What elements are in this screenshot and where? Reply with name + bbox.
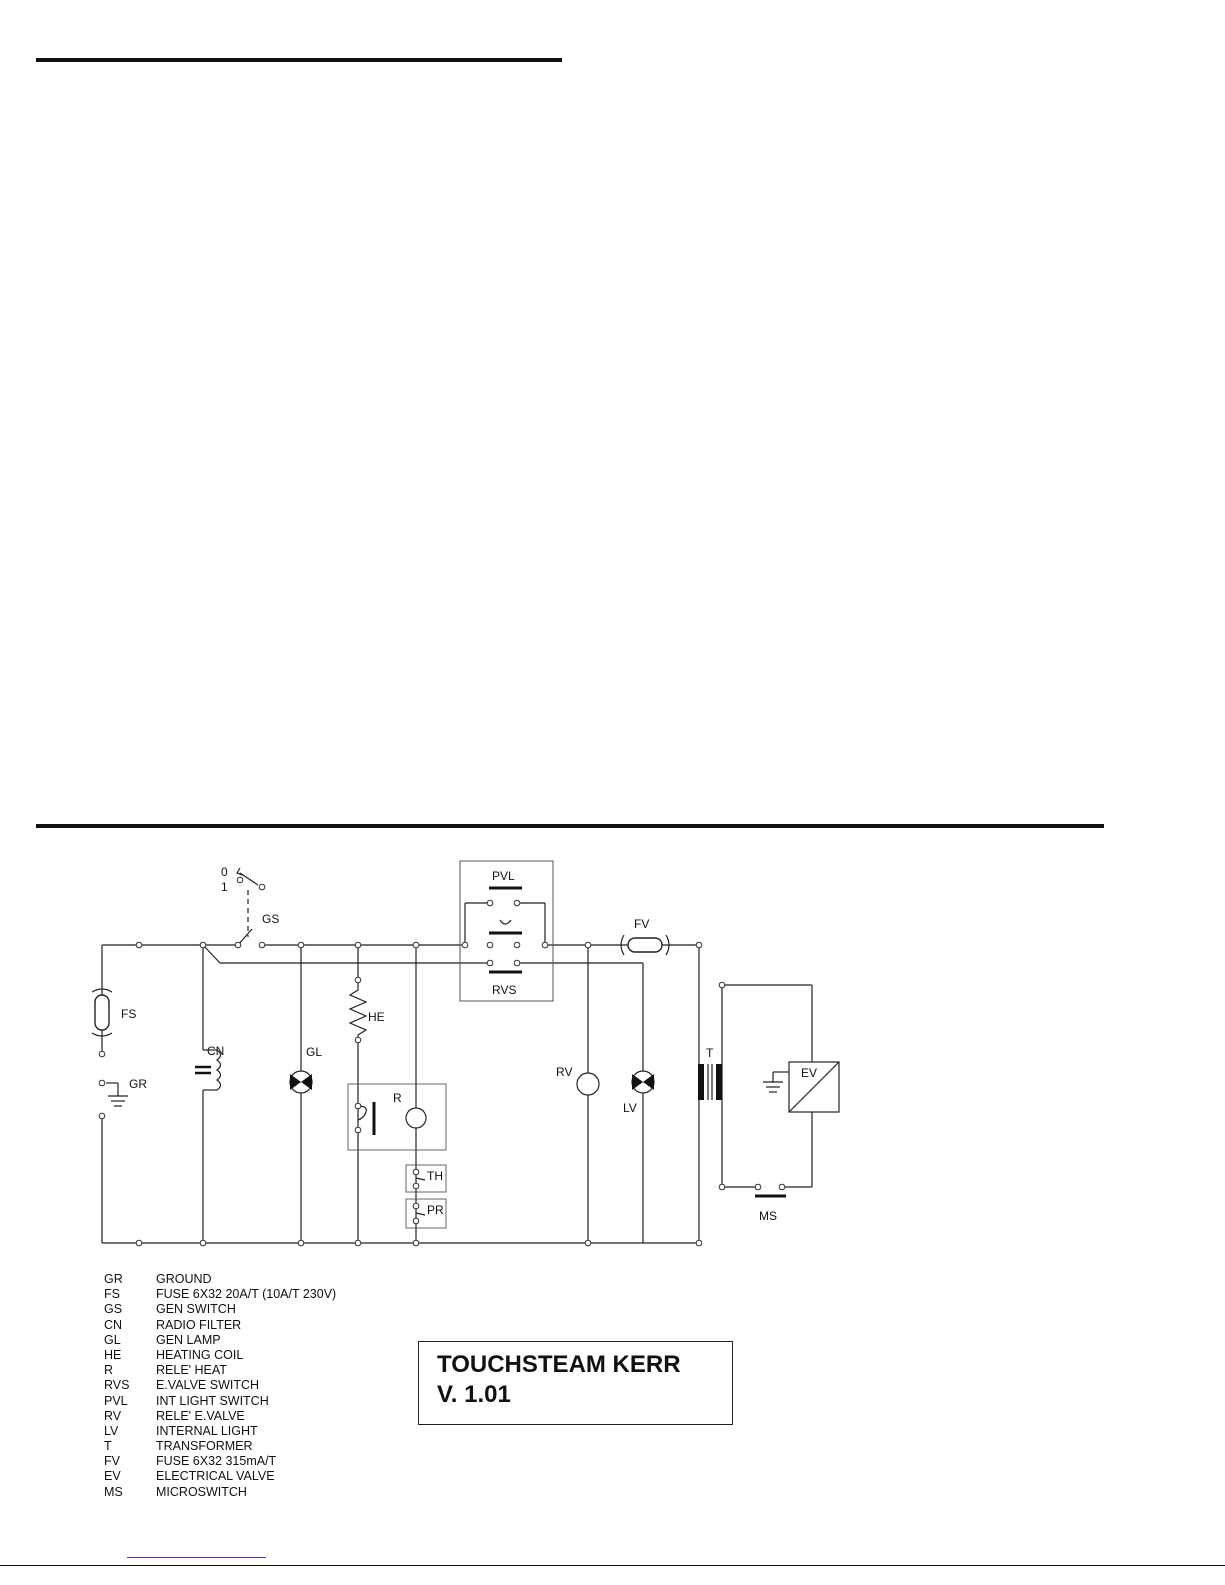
legend-row: R RELE' HEAT: [104, 1363, 336, 1378]
legend-description: GROUND: [156, 1272, 212, 1286]
label-cn: CN: [207, 1044, 224, 1058]
wiring-diagram: 0 1 GS PVL RVS FV FS GR: [91, 860, 840, 1247]
legend-description: HEATING COIL: [156, 1347, 244, 1362]
legend-code: FS: [104, 1287, 120, 1302]
legend-code: HE: [104, 1347, 122, 1362]
label-r: R: [393, 1091, 402, 1105]
legend-description: E.VALVE SWITCH: [156, 1378, 260, 1393]
label-fs: FS: [121, 1007, 136, 1021]
legend-row: HE HEATING COIL: [104, 1348, 336, 1363]
label-fv: FV: [634, 917, 649, 931]
legend-description: MICROSWITCH: [156, 1484, 247, 1499]
label-lv: LV: [623, 1101, 637, 1115]
legend-code: RV: [104, 1408, 122, 1423]
legend-description: RADIO FILTER: [156, 1317, 242, 1332]
legend-description: RELE' HEAT: [156, 1363, 227, 1378]
switch-pos-1: 1: [221, 880, 228, 894]
label-gl: GL: [306, 1045, 322, 1059]
legend-description: FUSE 6X32 20A/T (10A/T 230V): [156, 1287, 337, 1302]
legend-row: EV ELECTRICAL VALVE: [104, 1469, 336, 1484]
legend-code: PVL: [104, 1393, 128, 1408]
label-ms: MS: [759, 1209, 777, 1223]
label-pr: PR: [427, 1203, 444, 1217]
legend-code: LV: [104, 1423, 119, 1438]
legend-code: T: [104, 1439, 112, 1454]
legend-row: CN RADIO FILTER: [104, 1318, 336, 1333]
legend-description: INT LIGHT SWITCH: [156, 1393, 269, 1408]
label-rv: RV: [556, 1065, 572, 1079]
legend-description: FUSE 6X32 315mA/T: [156, 1454, 277, 1469]
title-line-1: TOUCHSTEAM KERR: [437, 1351, 681, 1378]
legend-code: FV: [104, 1454, 120, 1469]
footer-rule: [0, 1565, 1225, 1566]
legend-row: FV FUSE 6X32 315mA/T: [104, 1454, 336, 1469]
label-rvs: RVS: [492, 983, 516, 997]
legend-description: INTERNAL LIGHT: [156, 1423, 258, 1438]
legend-description: ELECTRICAL VALVE: [156, 1469, 275, 1484]
legend-code: R: [104, 1363, 114, 1378]
label-pvl: PVL: [492, 869, 515, 883]
legend-row: LV INTERNAL LIGHT: [104, 1424, 336, 1439]
legend-row: MS MICROSWITCH: [104, 1485, 336, 1500]
legend-row: RVS E.VALVE SWITCH: [104, 1378, 336, 1393]
label-he: HE: [368, 1010, 385, 1024]
legend-row: T TRANSFORMER: [104, 1439, 336, 1454]
legend-code: EV: [104, 1469, 121, 1484]
label-gs: GS: [262, 912, 279, 926]
legend-row: GR GROUND: [104, 1272, 336, 1287]
middle-rule: [36, 824, 1104, 828]
legend-row: GL GEN LAMP: [104, 1333, 336, 1348]
legend-code: MS: [104, 1484, 123, 1499]
legend-code: RVS: [104, 1378, 130, 1393]
switch-pos-0: 0: [221, 865, 228, 879]
legend-row: RV RELE' E.VALVE: [104, 1409, 336, 1424]
legend-code: GS: [104, 1302, 123, 1317]
footer-link-underline[interactable]: [127, 1557, 266, 1558]
legend-row: FS FUSE 6X32 20A/T (10A/T 230V): [104, 1287, 336, 1302]
title-box: TOUCHSTEAM KERR V. 1.01: [418, 1341, 733, 1425]
label-th: TH: [427, 1169, 443, 1183]
legend-row: PVL INT LIGHT SWITCH: [104, 1394, 336, 1409]
legend-code: CN: [104, 1317, 123, 1332]
title-line-2: V. 1.01: [437, 1381, 511, 1408]
legend-description: GEN SWITCH: [156, 1302, 236, 1317]
legend-description: RELE' E.VALVE: [156, 1408, 245, 1423]
legend-code: GL: [104, 1332, 121, 1347]
label-ev: EV: [801, 1066, 817, 1080]
label-gr: GR: [129, 1077, 147, 1091]
legend-description: TRANSFORMER: [156, 1439, 253, 1454]
top-rule: [36, 58, 562, 62]
label-t: T: [706, 1046, 714, 1060]
legend-code: GR: [104, 1272, 123, 1286]
legend-row: GS GEN SWITCH: [104, 1302, 336, 1317]
legend-description: GEN LAMP: [156, 1332, 221, 1347]
